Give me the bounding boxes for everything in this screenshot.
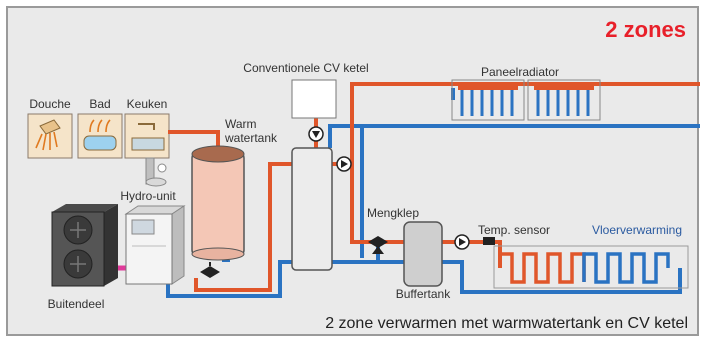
label-mengklep: Mengklep (367, 206, 419, 220)
label-buffertank: Buffertank (396, 287, 451, 301)
kitchen-fixture (124, 113, 170, 159)
flow-pipe-taps (168, 130, 220, 150)
temperature-sensor (483, 237, 495, 245)
label-hydro-unit: Hydro-unit (120, 189, 176, 203)
label-douche: Douche (29, 97, 71, 111)
drain-fitting (145, 157, 167, 187)
outdoor-unit (51, 204, 118, 287)
three-way-valve-tank (200, 262, 220, 278)
hydro-unit (124, 205, 186, 285)
cv-boiler (291, 79, 337, 119)
floor-loop-hot (498, 252, 586, 284)
panel-radiator-1 (451, 79, 525, 121)
label-vloerverwarming: Vloerverwarming (592, 223, 682, 237)
buffer-tank (403, 221, 443, 287)
label-bad: Bad (89, 97, 110, 111)
label-warm: Warm (225, 117, 257, 131)
shower-fixture (27, 113, 73, 159)
label-paneelradiator: Paneelradiator (481, 65, 559, 79)
label-temp-sensor: Temp. sensor (478, 223, 550, 237)
pump-radiator (336, 156, 352, 172)
flow-pipe-mixing (350, 164, 418, 244)
label-buitendeel: Buitendeel (48, 297, 105, 311)
bath-fixture (77, 113, 123, 159)
return-pipe-radiator (328, 124, 364, 258)
return-pipe-floor (440, 260, 682, 294)
hot-water-tank (191, 145, 245, 261)
label-keuken: Keuken (127, 97, 168, 111)
title-2-zones: 2 zones (605, 17, 686, 42)
pump-boiler (308, 126, 324, 142)
floor-heating-area (493, 245, 689, 289)
pump-floor (454, 234, 470, 250)
label-cv-ketel: Conventionele CV ketel (243, 61, 368, 75)
panel-radiator-2 (527, 79, 601, 121)
mixing-valve (368, 236, 388, 254)
hydraulic-separator (291, 147, 333, 271)
hot-water-pipes (168, 82, 700, 292)
floor-loop-cold (582, 252, 670, 284)
label-watertank: watertank (224, 131, 278, 145)
caption: 2 zone verwarmen met warmwatertank en CV… (325, 315, 688, 332)
flow-pipe-tank (194, 162, 292, 292)
